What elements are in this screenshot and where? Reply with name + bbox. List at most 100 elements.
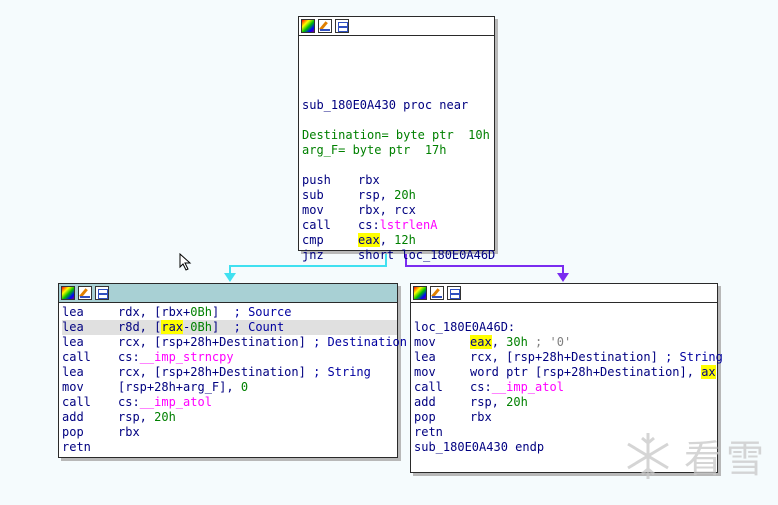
operand[interactable]: rcx, [rsp+28h+Destination]	[118, 335, 314, 349]
comment[interactable]: ; '0'	[527, 335, 572, 349]
mnemonic[interactable]: retn	[414, 425, 443, 439]
operand[interactable]: cs:	[118, 395, 140, 409]
edge-false-branch[interactable]	[405, 251, 564, 279]
operand[interactable]: -	[183, 320, 191, 334]
disasm-line[interactable]	[302, 38, 494, 53]
import-ref[interactable]: __imp_atol	[491, 380, 564, 394]
disasm-line[interactable]: Destination= byte ptr 10h	[302, 128, 494, 143]
mnemonic[interactable]: sub	[302, 188, 324, 202]
operand[interactable]: arg_F= byte ptr 17h	[302, 143, 447, 157]
operand[interactable]: rsp,	[470, 395, 507, 409]
block-titlebar[interactable]	[299, 17, 494, 36]
disasm-line[interactable]: pop rbx	[414, 410, 717, 425]
operand[interactable]: Destination= byte ptr 10h	[302, 128, 490, 142]
comment[interactable]: ; String	[665, 350, 723, 364]
mnemonic[interactable]: retn	[62, 440, 91, 454]
operand[interactable]: rcx, [rsp+28h+Destination]	[470, 350, 666, 364]
disasm-line[interactable]: lea rcx, [rsp+28h+Destination] ; String	[62, 365, 397, 380]
mnemonic[interactable]: lea	[62, 365, 84, 379]
import-ref[interactable]: __imp_strncpy	[139, 350, 234, 364]
comment[interactable]: ; Count	[233, 320, 285, 334]
disasm-line[interactable]	[302, 83, 494, 98]
mnemonic[interactable]: mov	[302, 203, 324, 217]
mnemonic[interactable]: jnz	[302, 248, 324, 262]
disasm-line[interactable]: cmp eax, 12h	[302, 233, 494, 248]
mnemonic[interactable]: mov	[414, 365, 436, 379]
comment[interactable]: ; Destination	[313, 335, 407, 349]
operand[interactable]: eax	[470, 335, 492, 349]
disasm-line[interactable]: arg_F= byte ptr 17h	[302, 143, 494, 158]
disasm-line[interactable]: sub_180E0A430 proc near	[302, 98, 494, 113]
group-nodes-icon[interactable]	[95, 286, 109, 300]
disasm-line[interactable]: mov[rsp+28h+arg_F], 0	[62, 380, 397, 395]
function-entry-block[interactable]: sub_180E0A430 proc near Destination= byt…	[298, 16, 495, 262]
operand[interactable]: r8d, [	[118, 320, 162, 334]
disasm-line[interactable]: lea rcx, [rsp+28h+Destination] ; Destinat…	[62, 335, 407, 350]
disasm-line[interactable]: loc_180E0A46D:	[414, 320, 717, 335]
disasm-line[interactable]: mov rbx, rcx	[302, 203, 494, 218]
operand[interactable]: word ptr [rsp+28h+Destination],	[470, 365, 702, 379]
operand[interactable]: eax	[358, 233, 380, 247]
operand[interactable]: ax	[701, 365, 716, 379]
mnemonic[interactable]: lea	[62, 305, 84, 319]
operand[interactable]: rdx, [rbx+	[118, 305, 191, 319]
disasm-line[interactable]: retn	[414, 425, 717, 440]
disasm-line[interactable]	[302, 113, 494, 128]
mnemonic[interactable]: lea	[414, 350, 436, 364]
operand[interactable]: 30h	[506, 335, 528, 349]
operand[interactable]: 0Bh	[190, 305, 212, 319]
operand[interactable]: rbx	[358, 173, 380, 187]
mnemonic[interactable]: call	[62, 395, 91, 409]
disasm-line[interactable]: sub_180E0A430 endp	[414, 440, 717, 455]
disasm-line[interactable]	[302, 53, 494, 68]
mnemonic[interactable]: pop	[62, 425, 84, 439]
operand[interactable]: [rsp+28h+arg_F],	[118, 380, 241, 394]
group-nodes-icon[interactable]	[335, 19, 349, 33]
operand[interactable]: rbx, rcx	[358, 203, 416, 217]
import-ref[interactable]: lstrlenA	[379, 218, 438, 232]
operand[interactable]: rsp,	[118, 410, 155, 424]
mnemonic[interactable]: cmp	[302, 233, 324, 247]
mnemonic[interactable]: lea	[62, 335, 84, 349]
strncpy-branch-block[interactable]: lea rdx, [rbx+0Bh] ; Source lea r8d, [rax-0…	[58, 283, 407, 458]
comment[interactable]: ; String	[313, 365, 371, 379]
operand[interactable]: rcx, [rsp+28h+Destination]	[118, 365, 314, 379]
operand[interactable]: rbx	[118, 425, 140, 439]
mnemonic[interactable]: mov	[414, 335, 436, 349]
operand[interactable]: 12h	[394, 233, 416, 247]
block-code[interactable]: lea rdx, [rbx+0Bh] ; Source lea r8d, [rax-0…	[59, 303, 407, 457]
comment[interactable]: ; Source	[233, 305, 292, 319]
disasm-line[interactable]	[414, 305, 717, 320]
operand[interactable]: rax	[161, 320, 184, 334]
operand[interactable]: ,	[379, 233, 395, 247]
operand[interactable]: ]	[211, 305, 234, 319]
disasm-line[interactable]: lea rdx, [rbx+0Bh] ; Source	[62, 305, 397, 320]
disasm-line[interactable]: mov word ptr [rsp+28h+Destination], ax	[414, 365, 717, 380]
operand[interactable]: 20h	[506, 395, 528, 409]
operand[interactable]: rbx	[470, 410, 492, 424]
block-titlebar[interactable]	[411, 284, 717, 303]
color-palette-icon[interactable]	[301, 19, 315, 33]
color-palette-icon[interactable]	[61, 286, 75, 300]
operand[interactable]: 0Bh	[190, 320, 212, 334]
color-palette-icon[interactable]	[413, 286, 427, 300]
mnemonic[interactable]: mov	[62, 380, 84, 394]
operand[interactable]: ]	[211, 320, 234, 334]
mnemonic[interactable]: add	[62, 410, 84, 424]
disasm-line[interactable]: retn	[62, 440, 397, 455]
disasm-line[interactable]	[302, 158, 494, 173]
operand[interactable]: sub_180E0A430 endp	[414, 440, 545, 454]
operand[interactable]: cs:	[470, 380, 492, 394]
mnemonic[interactable]: pop	[414, 410, 436, 424]
block-titlebar-selected[interactable]	[59, 284, 397, 303]
mnemonic[interactable]: call	[302, 218, 331, 232]
disasm-line[interactable]: lea rcx, [rsp+28h+Destination] ; String	[414, 350, 723, 365]
